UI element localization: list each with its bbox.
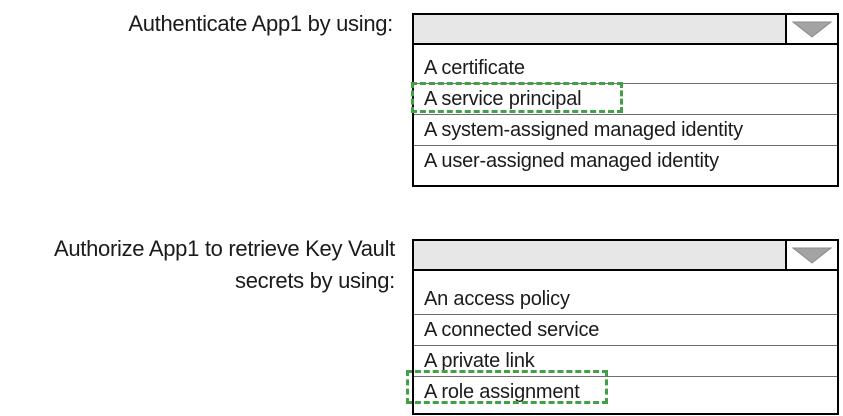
question-1-label-line: Authenticate App1 by using: (128, 11, 393, 36)
dropdown-option-label: A system-assigned managed identity (424, 119, 743, 141)
dropdown-option-label: A role assignment (424, 381, 580, 403)
dropdown-option-label: A certificate (424, 57, 525, 79)
dropdown-selected-value[interactable] (414, 241, 785, 269)
dropdown-option[interactable]: A private link (414, 345, 837, 376)
dropdown-option-label: A user-assigned managed identity (424, 150, 719, 172)
question-2-label-line: Authorize App1 to retrieve Key Vault (54, 236, 395, 261)
question-2-dropdown: An access policy A connected service A p… (406, 239, 839, 415)
question-2-label-line: secrets by using: (235, 268, 395, 293)
dropdown-option[interactable]: A certificate (414, 53, 837, 83)
dropdown-arrow-button[interactable] (785, 15, 837, 43)
dropdown-option[interactable]: A connected service (414, 314, 837, 345)
chevron-down-icon (792, 21, 832, 38)
dropdown-option-list: An access policy A connected service A p… (406, 271, 837, 413)
dropdown-option-label: A service principal (424, 88, 582, 110)
dropdown-option[interactable]: A service principal (411, 82, 837, 114)
dropdown-header (414, 15, 837, 45)
dropdown-arrow-button[interactable] (785, 241, 837, 269)
dropdown-option[interactable]: A user-assigned managed identity (414, 145, 837, 176)
dropdown-option[interactable]: A system-assigned managed identity (414, 114, 837, 145)
question-1-label: Authenticate App1 by using: (0, 8, 393, 40)
dropdown-option[interactable]: An access policy (414, 284, 837, 314)
dropdown-selected-value[interactable] (414, 15, 785, 43)
question-2-label: Authorize App1 to retrieve Key Vault sec… (0, 233, 395, 297)
dropdown-option[interactable]: A role assignment (406, 370, 837, 407)
dropdown-header (414, 241, 837, 271)
dropdown-option-label: A connected service (424, 319, 600, 341)
chevron-down-icon (792, 247, 832, 264)
question-1-dropdown: A certificate A service principal A syst… (411, 13, 839, 187)
dropdown-option-label: A private link (424, 350, 535, 372)
dropdown-option-list: A certificate A service principal A syst… (411, 45, 837, 185)
dropdown-option-label: An access policy (424, 288, 570, 310)
